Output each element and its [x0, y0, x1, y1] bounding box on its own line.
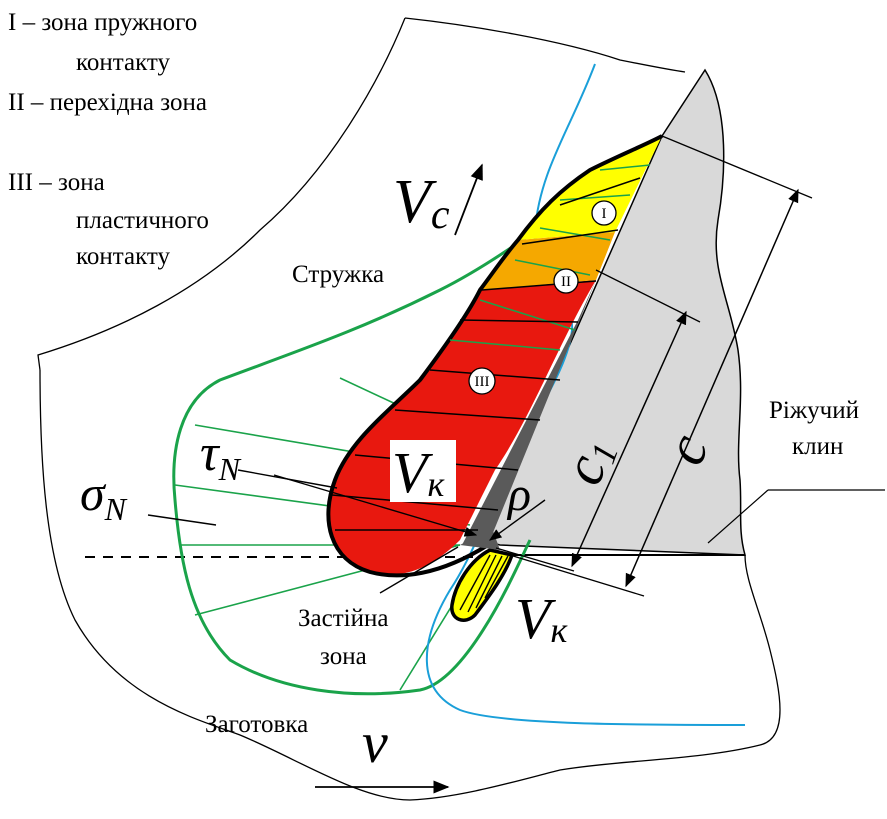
- chip-outline: [37, 17, 686, 371]
- legend: I – зона пружного контакту II – перехідн…: [8, 9, 209, 270]
- vc-arrow: [454, 163, 483, 236]
- tau-symbol: τN: [200, 425, 242, 487]
- legend-zone2: II – перехідна зона: [8, 89, 207, 116]
- dead-zone-leader: [379, 546, 459, 594]
- sigma-symbol: σN: [80, 465, 128, 527]
- zone-hatch-green: [449, 164, 651, 351]
- c-dimension-arrow: [625, 188, 799, 588]
- c1-extension-bottom: [495, 547, 575, 572]
- legend-zone3-line3: контакту: [76, 243, 170, 270]
- contact-zone-outline: [326, 134, 663, 578]
- chip-label: Стружка: [292, 261, 384, 288]
- zone-markers: I II III: [468, 200, 617, 395]
- dead-zone-label-line1: Застійна: [298, 605, 388, 632]
- zone-1-marker-label: I: [602, 206, 607, 222]
- zone-3-marker-label: III: [475, 374, 490, 390]
- c-extension-bottom: [499, 551, 645, 597]
- tau-pointer: [273, 474, 478, 537]
- zone-3-marker: [468, 367, 496, 395]
- vc-symbol: Vc: [393, 168, 450, 238]
- dead-zone-hatch: [459, 554, 509, 613]
- legend-zone3-line2: пластичного: [76, 207, 209, 234]
- zone-1-region: [518, 136, 662, 240]
- rho-pointer: [488, 499, 546, 541]
- wedge-label-line1: Ріжучий: [769, 397, 859, 424]
- vk-label-box: [390, 440, 456, 502]
- v-symbol: v: [362, 710, 388, 775]
- sigma-leader: [147, 514, 217, 526]
- wedge-label-line2: клин: [792, 433, 843, 460]
- legend-zone1-line2: контакту: [76, 49, 170, 76]
- legend-zone1-line1: I – зона пружного: [8, 9, 197, 36]
- dead-zone-label-line2: зона: [320, 643, 367, 670]
- stress-curve: [172, 136, 659, 696]
- c-extension-top: [661, 135, 813, 199]
- legend-zone3-line1: III – зона: [8, 169, 105, 196]
- vk-symbol: Vк: [392, 440, 445, 505]
- zone-2-marker: [553, 268, 579, 294]
- vk2-symbol: Vк: [515, 586, 568, 651]
- zone-1-marker: [591, 200, 617, 226]
- rho-symbol: ρ: [506, 468, 531, 521]
- zone-2-marker-label: II: [561, 274, 571, 290]
- workpiece-label: Заготовка: [205, 711, 308, 738]
- workpiece-outline: [39, 369, 781, 801]
